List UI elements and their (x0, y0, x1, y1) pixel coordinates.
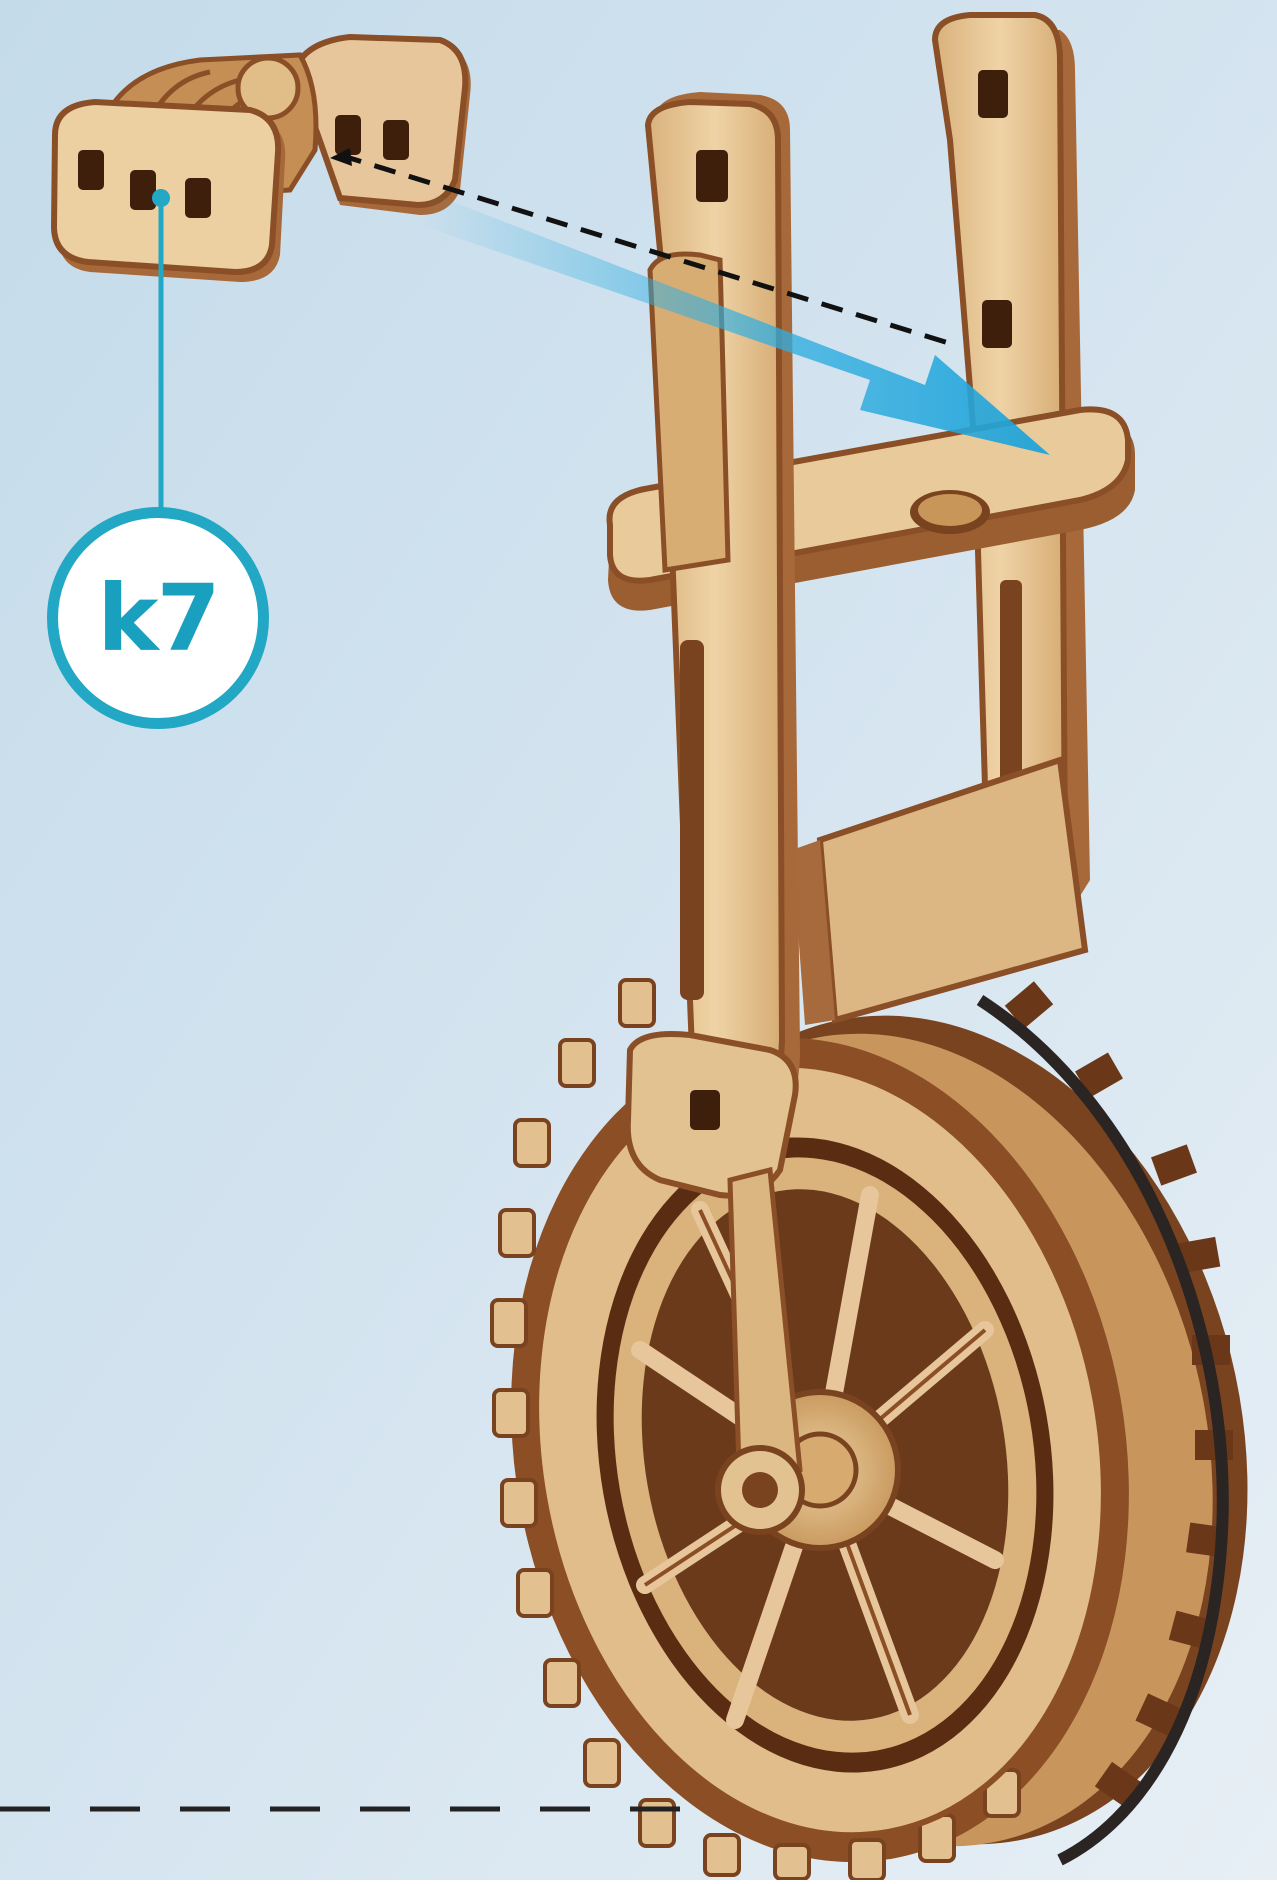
fork-leg-rear-mid-hole (982, 300, 1012, 348)
part-callout-label: k7 (97, 565, 218, 672)
fork-leg-front-top-hole (696, 150, 728, 202)
fork-leg-rear-top-hole (978, 70, 1008, 118)
part-callout-k7: k7 (47, 507, 269, 729)
fork-leg-front-slot (680, 640, 704, 1000)
callout-anchor-dot (152, 189, 170, 207)
